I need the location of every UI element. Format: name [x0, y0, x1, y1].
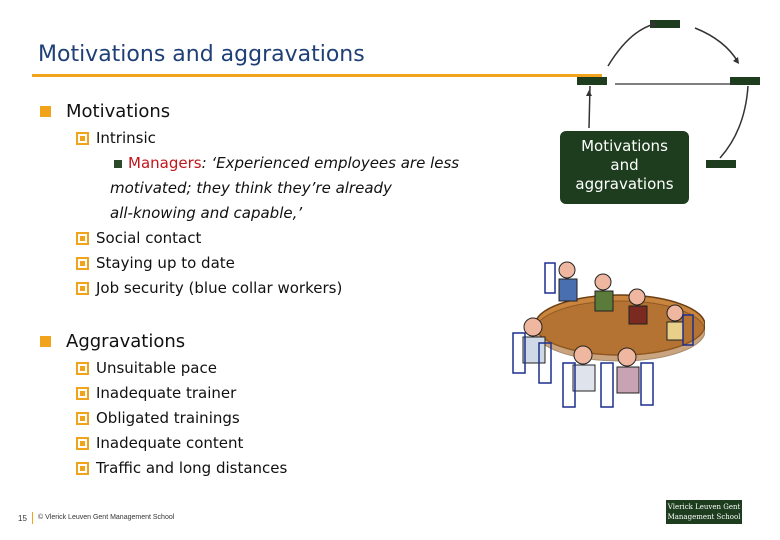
- cycle-label-line: aggravations: [575, 175, 674, 193]
- motivation-item: Job security (blue collar workers): [96, 279, 343, 297]
- logo-line: Management School: [667, 513, 741, 521]
- aggravation-item: Obligated trainings: [96, 409, 240, 427]
- footer-copyright: © Vlerick Leuven Gent Management School: [38, 514, 175, 521]
- list-bullet-icon: [76, 412, 89, 425]
- manager-label: Managers: [128, 154, 202, 172]
- aggravations-heading: Aggravations: [66, 331, 186, 352]
- list-bullet-icon: [76, 132, 89, 145]
- list-bullet-icon: [76, 282, 89, 295]
- list-bullet-icon: [76, 387, 89, 400]
- footer-divider: [32, 512, 33, 524]
- list-bullet-icon: [76, 437, 89, 450]
- logo-line: Vlerick Leuven Gent: [667, 503, 741, 511]
- aggravation-item: Traffic and long distances: [96, 459, 288, 477]
- quote-line-3: all-knowing and capable,’: [110, 204, 303, 222]
- cycle-node: [650, 20, 680, 28]
- quote-line-2: motivated; they think they’re already: [110, 179, 392, 197]
- aggravation-item: Inadequate trainer: [96, 384, 237, 402]
- meeting-illustration: [512, 261, 705, 408]
- cycle-label-line: and: [610, 156, 639, 174]
- list-bullet-icon: [76, 362, 89, 375]
- section-bullet-icon: [40, 336, 51, 347]
- cycle-arrow-icon: [586, 21, 749, 159]
- intrinsic-item: Intrinsic: [96, 129, 156, 147]
- cycle-node: [577, 77, 607, 85]
- cycle-label-line: Motivations: [581, 137, 668, 155]
- sub-bullet-icon: [114, 160, 122, 168]
- motivation-item: Staying up to date: [96, 254, 235, 272]
- section-bullet-icon: [40, 106, 51, 117]
- school-logo: Vlerick Leuven Gent Management School: [666, 500, 742, 524]
- page-title: Motivations and aggravations: [38, 42, 365, 67]
- manager-quote: Managers: ‘Experienced employees are les…: [110, 151, 500, 226]
- cycle-node: [730, 77, 760, 85]
- cycle-label-box: Motivations and aggravations: [560, 131, 689, 204]
- motivation-item: Social contact: [96, 229, 202, 247]
- title-underline: [32, 74, 602, 77]
- list-bullet-icon: [76, 257, 89, 270]
- list-bullet-icon: [76, 232, 89, 245]
- quote-line-1: : ‘Experienced employees are less: [201, 154, 460, 172]
- aggravation-item: Inadequate content: [96, 434, 244, 452]
- motivations-heading: Motivations: [66, 101, 171, 122]
- cycle-node: [706, 160, 736, 168]
- page-number: 15: [18, 514, 27, 523]
- list-bullet-icon: [76, 462, 89, 475]
- aggravation-item: Unsuitable pace: [96, 359, 217, 377]
